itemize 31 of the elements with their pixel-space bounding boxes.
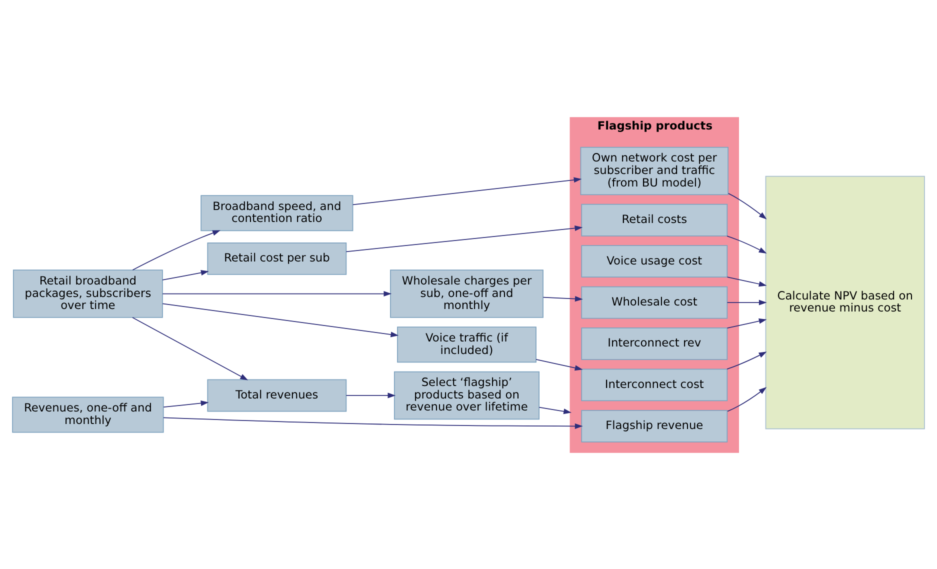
node-box: Interconnect cost [581,368,728,401]
arrow [538,406,572,414]
node-box: Own network cost per subscriber and traffic (from BU model) [580,146,728,195]
node-box: Revenues, one-off and monthly [12,396,164,432]
node-box: Wholesale cost [581,286,728,318]
arrow [163,416,583,428]
node-box: Voice usage cost [581,244,728,278]
node-box: Total revenues [207,378,347,412]
arrow [536,358,583,370]
node-box: Voice traffic (if included) [397,326,536,362]
node-box: Broadband speed, and contention ratio [200,194,354,231]
node-box: Retail broadband packages, subscribers over time [12,269,163,318]
arrow [346,392,396,398]
node-box: Retail costs [581,203,728,236]
arrow [132,316,248,380]
arrow [132,230,220,270]
arrow [352,176,582,205]
arrow [346,224,583,252]
node-box: Select ‘flagship’ products based on revenue over lifetime [394,370,540,420]
node-box: Flagship revenue [581,409,728,442]
arrow [726,299,767,305]
arrow [162,302,399,337]
node-box: Retail cost per sub [207,242,347,274]
node-box: Interconnect rev [581,327,728,360]
arrow [726,318,767,328]
arrow [162,290,392,296]
node-box: Wholesale charges per sub, one-off and monthly [390,269,544,318]
arrow [163,400,209,407]
node-box: Calculate NPV based on revenue minus cost [765,175,925,429]
arrow [542,296,583,302]
arrow [162,270,209,280]
